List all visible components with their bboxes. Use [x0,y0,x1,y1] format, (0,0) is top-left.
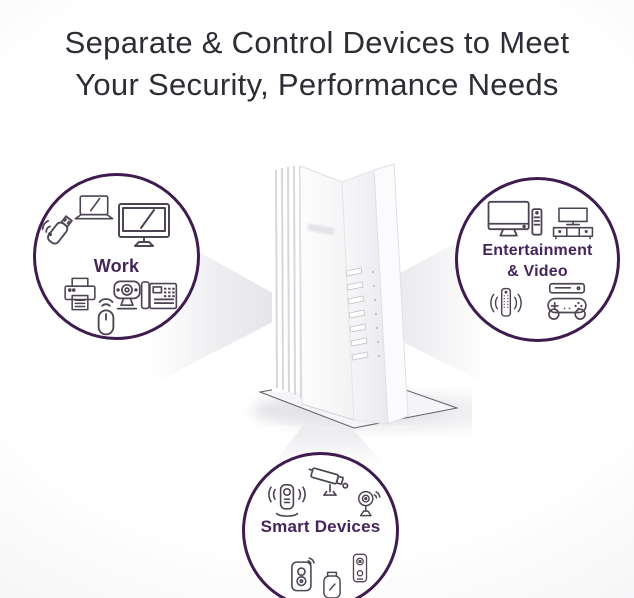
smart-devices-label: Smart Devices [260,517,381,536]
router-logo [307,223,335,235]
title-line-1: Separate & Control Devices to Meet [64,25,570,60]
baby-monitor-icon [267,481,307,519]
desktop-monitor-icon [116,202,172,248]
security-camera-icon [307,465,353,503]
smart-speaker-icon [289,555,317,593]
smartwatch-icon [321,569,343,598]
entertainment-label-line-2: & Video [507,263,568,280]
usb-wifi-adapter-icon [38,210,84,252]
work-device-group: Work [33,173,200,340]
router-side-fins [272,165,302,399]
laptop-icon [73,194,115,224]
indoor-camera-icon [353,489,383,523]
page-title: Separate & Control Devices to Meet Your … [0,22,634,106]
printer-icon [62,276,98,312]
wireless-mouse-icon [94,294,118,336]
wifi-router-image [222,152,522,442]
router-led-slots [345,267,369,361]
entertainment-label-line-1: Entertainment [482,242,593,259]
entertainment-device-group: Entertainment & Video [455,177,620,342]
tv-media-console-icon [552,206,594,240]
tv-with-remote-icon [486,200,544,242]
title-line-2: Your Security, Performance Needs [75,67,559,102]
smart-doorbell-icon [351,553,369,583]
router-led-labels [371,270,381,358]
desk-phone-icon [140,280,178,312]
remote-with-sound-icon [488,286,524,320]
webcam-icon [112,278,142,312]
game-console-icon [544,282,590,320]
smart-device-group: Smart Devices [242,452,399,598]
work-label: Work [93,256,140,276]
entertainment-label: Entertainment & Video [458,240,617,282]
